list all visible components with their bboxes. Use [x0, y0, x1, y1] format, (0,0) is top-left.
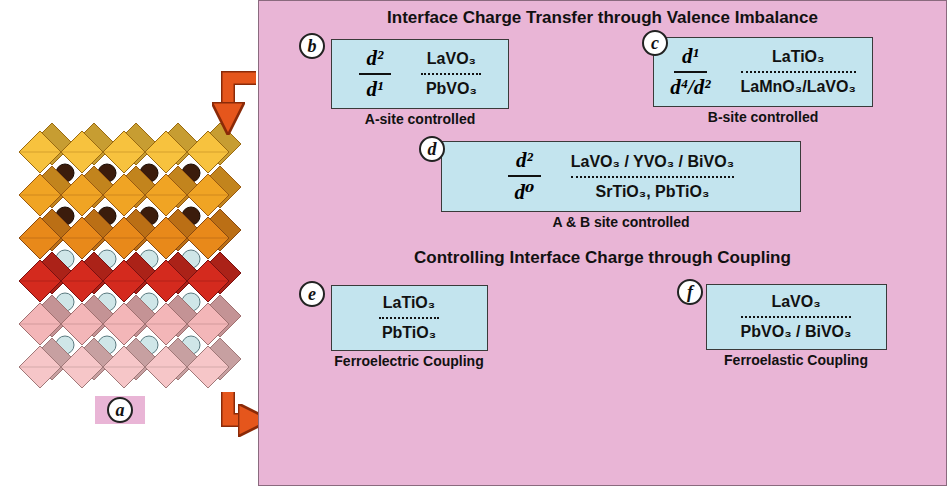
octahedron-edge — [19, 195, 61, 196]
box-caption: Ferroelastic Coupling — [724, 352, 868, 368]
octahedron-edge — [187, 367, 229, 368]
octahedron-edge — [61, 238, 103, 239]
octahedron — [19, 303, 61, 345]
box-caption: Ferroelectric Coupling — [334, 353, 483, 369]
electron-count: d² — [508, 148, 541, 177]
octahedron — [19, 260, 61, 302]
octahedron-edge — [145, 152, 187, 153]
interface-box: d²d¹LaVO₃PbVO₃A-site controlled — [331, 39, 509, 109]
octahedron-edge — [103, 152, 145, 153]
octahedron — [19, 131, 61, 173]
octahedron-edge — [145, 281, 187, 282]
electron-count: d¹ — [674, 44, 707, 73]
box-caption: B-site controlled — [708, 109, 818, 125]
octahedron-edge — [145, 324, 187, 325]
block-arrow — [228, 78, 256, 112]
electron-count: d⁰ — [515, 177, 535, 205]
interface-line — [571, 176, 734, 178]
octahedron-edge — [187, 281, 229, 282]
d-fraction: d¹d⁴/d² — [670, 44, 710, 100]
electron-count: d⁴/d² — [670, 73, 710, 100]
octahedron-edge — [61, 281, 103, 282]
d-fraction: d²d⁰ — [508, 148, 541, 205]
compound-name: PbVO₃ — [426, 78, 477, 100]
label-box — [95, 396, 145, 424]
box-caption: A-site controlled — [365, 111, 475, 127]
electron-count: d² — [359, 46, 392, 75]
compound-name: LaTiO₃ — [772, 46, 824, 68]
region-panel: Interface Charge Transfer through Valenc… — [258, 0, 947, 486]
octahedron — [61, 346, 103, 388]
section-heading: Controlling Interface Charge through Cou… — [259, 248, 946, 268]
interface-box: d²d⁰LaVO₃ / YVO₃ / BiVO₃SrTiO₃, PbTiO₃A … — [441, 141, 801, 212]
octahedron-edge — [19, 367, 61, 368]
octahedron — [19, 174, 61, 216]
compound-stack: LaVO₃ / YVO₃ / BiVO₃ SrTiO₃, PbTiO₃ — [571, 151, 734, 203]
octahedron-edge — [19, 238, 61, 239]
octahedron — [145, 346, 187, 388]
compound-stack: LaTiO₃ PbTiO₃ — [379, 292, 439, 344]
interface-box: LaVO₃PbVO₃ / BiVO₃Ferroelastic Coupling — [706, 284, 887, 350]
interface-line — [741, 71, 856, 73]
compound-name: LaVO₃ — [427, 48, 476, 70]
compound-name: PbTiO₃ — [382, 322, 436, 344]
octahedron-edge — [103, 324, 145, 325]
interface-box: d¹d⁴/d²LaTiO₃LaMnO₃/LaVO₃B-site controll… — [653, 37, 873, 107]
interface-line — [741, 316, 852, 318]
octahedron-edge — [103, 281, 145, 282]
octahedron-edge — [103, 367, 145, 368]
octahedron-edge — [19, 324, 61, 325]
octahedron-edge — [145, 238, 187, 239]
section-heading: Interface Charge Transfer through Valenc… — [259, 8, 946, 28]
arrow-outline — [228, 392, 248, 420]
compound-name: LaVO₃ — [771, 291, 820, 313]
arrow-outline — [228, 78, 256, 112]
interface-box: LaTiO₃PbTiO₃Ferroelectric Coupling — [331, 285, 488, 351]
compound-name: LaVO₃ / YVO₃ / BiVO₃ — [571, 151, 734, 173]
octahedron-edge — [103, 238, 145, 239]
octahedron-edge — [61, 324, 103, 325]
octahedron — [19, 346, 61, 388]
octahedron-edge — [145, 367, 187, 368]
compound-stack: LaVO₃ PbVO₃ — [421, 48, 481, 100]
callout-letter: e — [299, 281, 325, 307]
octahedron-edge — [19, 152, 61, 153]
block-arrow — [228, 392, 248, 420]
interface-line — [379, 317, 439, 319]
octahedron-edge — [61, 195, 103, 196]
octahedron-edge — [187, 324, 229, 325]
callout-letter: b — [299, 33, 325, 59]
octahedron — [19, 217, 61, 259]
octahedron-edge — [145, 195, 187, 196]
octahedron — [187, 346, 229, 388]
octahedron-edge — [61, 367, 103, 368]
interface-line — [421, 73, 481, 75]
compound-stack: LaTiO₃ LaMnO₃/LaVO₃ — [741, 46, 856, 98]
octahedron-edge — [187, 238, 229, 239]
octahedron-edge — [61, 152, 103, 153]
callout-letter: c — [642, 30, 668, 56]
d-fraction: d²d¹ — [359, 46, 392, 102]
callout-letter: f — [677, 279, 703, 305]
compound-name: SrTiO₃, PbTiO₃ — [596, 181, 710, 203]
compound-name: LaMnO₃/LaVO₃ — [741, 76, 856, 98]
box-caption: A & B site controlled — [552, 214, 689, 230]
octahedron-edge — [103, 195, 145, 196]
octahedron-edge — [187, 195, 229, 196]
compound-name: LaTiO₃ — [383, 292, 435, 314]
octahedron-edge — [19, 281, 61, 282]
compound-stack: LaVO₃ PbVO₃ / BiVO₃ — [741, 291, 852, 343]
callout-letter: d — [419, 136, 445, 162]
octahedron-edge — [187, 152, 229, 153]
electron-count: d¹ — [367, 75, 384, 102]
compound-name: PbVO₃ / BiVO₃ — [741, 321, 852, 343]
octahedron — [103, 346, 145, 388]
callout-letter: a — [107, 397, 133, 423]
